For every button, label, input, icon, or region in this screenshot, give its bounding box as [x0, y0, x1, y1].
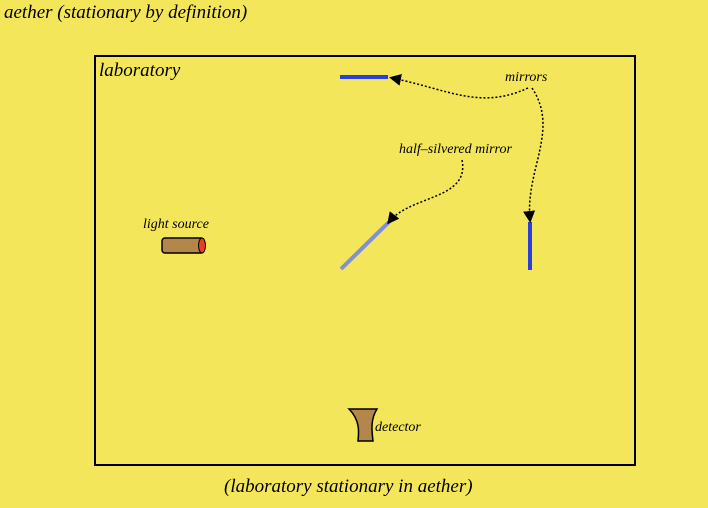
- arrow-to-top-mirror: [389, 73, 529, 99]
- half-silvered-label: half–silvered mirror: [399, 142, 512, 157]
- light-source-label: light source: [143, 217, 209, 232]
- arrow-to-right-mirror: [523, 87, 544, 223]
- mirrors-label: mirrors: [505, 70, 548, 85]
- detector-icon: [347, 408, 379, 442]
- light-source-icon: [161, 237, 206, 254]
- laboratory-box: [94, 55, 636, 466]
- title: aether (stationary by definition): [4, 2, 248, 23]
- half-silvered-mirror: [339, 220, 391, 271]
- arrow-to-half-mirror: [387, 159, 464, 225]
- lab-label: laboratory: [99, 60, 181, 81]
- detector-label: detector: [375, 420, 421, 435]
- caption: (laboratory stationary in aether): [224, 476, 473, 497]
